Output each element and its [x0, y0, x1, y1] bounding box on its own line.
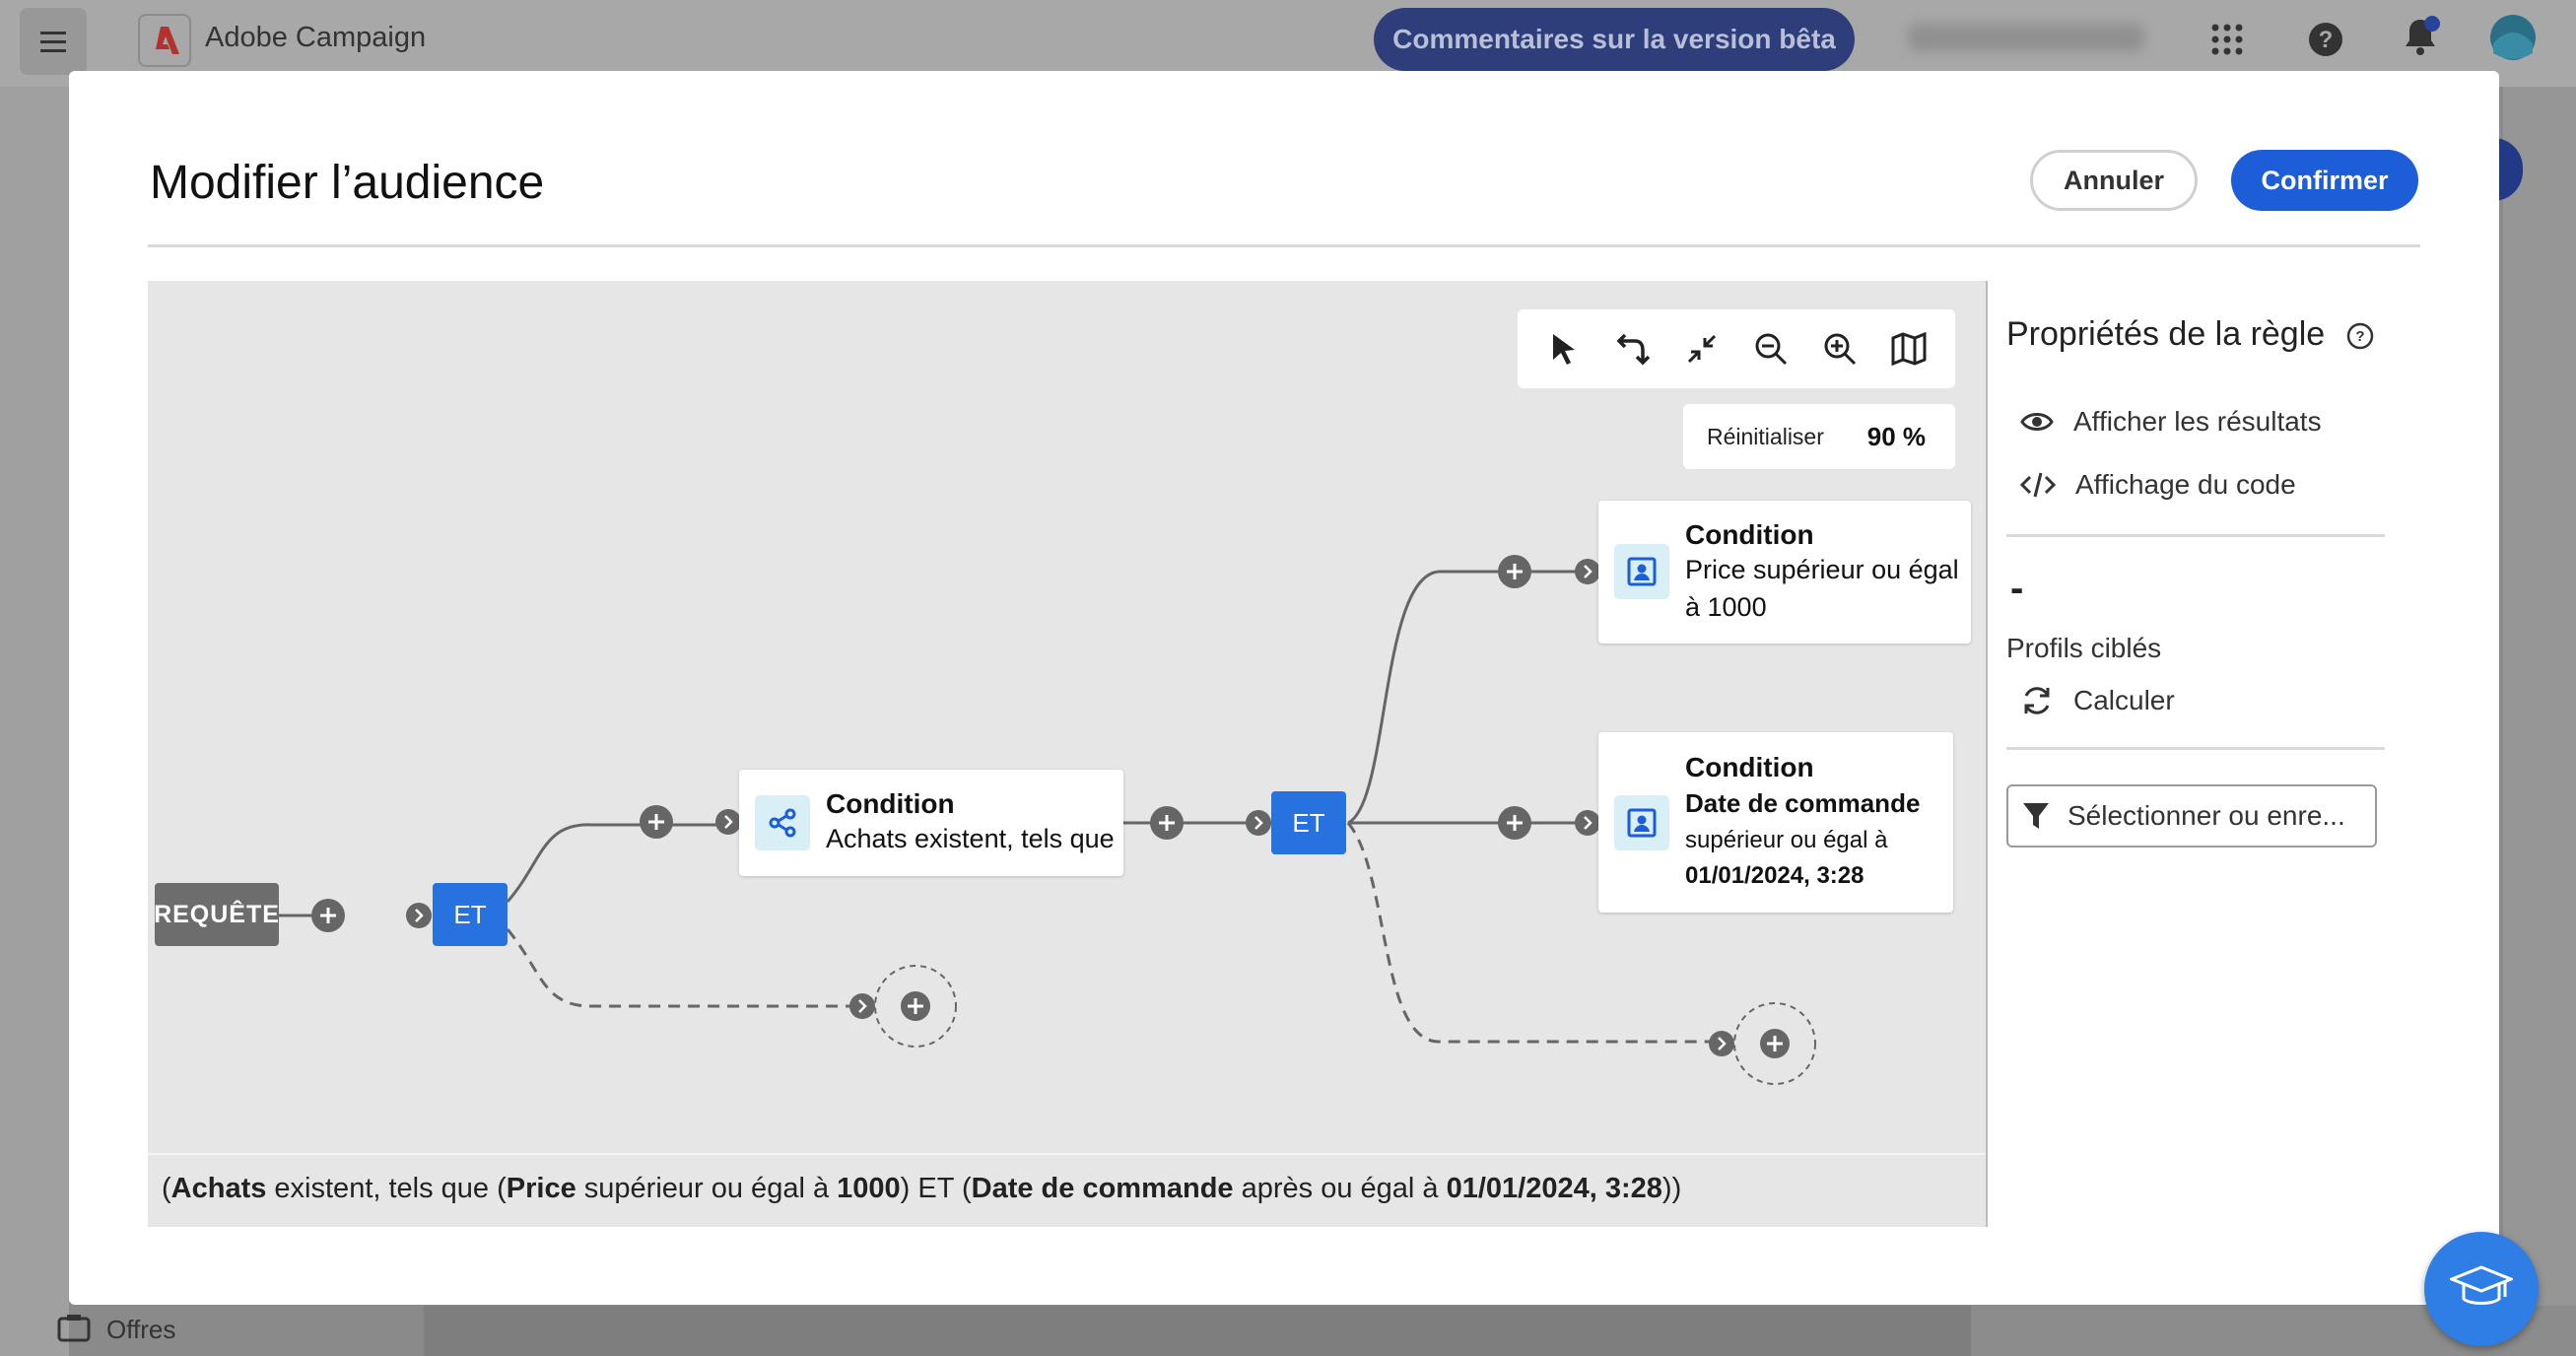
confirm-button[interactable]: Confirmer	[2231, 150, 2418, 211]
query-start-node[interactable]: REQUÊTE	[154, 883, 279, 946]
background-content	[424, 1306, 1971, 1356]
node-title: Condition	[1685, 518, 1814, 550]
svg-text:?: ?	[2319, 27, 2334, 53]
calculate-label: Calculer	[2073, 685, 2175, 715]
code-icon	[2020, 472, 2056, 498]
node-line: supérieur ou égal à	[1685, 826, 1888, 853]
expr-field: Date de commande	[971, 1173, 1234, 1204]
node-title: Condition	[826, 788, 955, 819]
expr-text: ))	[1661, 1173, 1682, 1204]
chevron-right-icon	[715, 809, 741, 835]
add-branch-icon[interactable]	[1732, 1001, 1817, 1086]
collapse-icon[interactable]	[1678, 325, 1726, 373]
svg-text:?: ?	[2355, 328, 2364, 345]
node-line: Price supérieur ou égal	[1685, 554, 1959, 584]
menu-icon[interactable]	[20, 8, 87, 75]
select-filter-label: Sélectionner ou enre...	[2068, 800, 2345, 831]
bell-icon[interactable]	[2397, 14, 2444, 61]
chevron-right-icon	[1575, 810, 1600, 836]
condition-node-date[interactable]: Condition Date de commande supérieur ou …	[1598, 732, 1953, 913]
condition-node-achats[interactable]: Condition Achats existent, tels que	[739, 770, 1123, 876]
learning-hub-button[interactable]	[2424, 1232, 2539, 1346]
undo-icon[interactable]	[1609, 325, 1657, 373]
eye-icon	[2020, 413, 2054, 431]
apps-grid-icon[interactable]	[2203, 16, 2251, 63]
reset-zoom-button[interactable]: Réinitialiser	[1707, 423, 1824, 449]
left-sidebar	[0, 87, 69, 1356]
offers-icon[interactable]	[57, 1313, 91, 1342]
filter-icon	[2023, 803, 2049, 829]
canvas-divider	[1986, 281, 1988, 1227]
profile-count: -	[2010, 567, 2024, 610]
expr-value: 1000	[837, 1173, 901, 1204]
add-node-icon[interactable]	[1497, 805, 1532, 841]
relation-icon	[755, 795, 810, 850]
calculate-button[interactable]: Calculer	[2020, 684, 2175, 717]
condition-node-price[interactable]: Condition Price supérieur ou égal à 1000	[1598, 501, 1971, 644]
chevron-right-icon	[1246, 810, 1271, 836]
add-node-icon[interactable]	[1149, 805, 1185, 841]
add-node-icon[interactable]	[1497, 554, 1532, 589]
zoom-out-icon[interactable]	[1747, 325, 1795, 373]
expr-text: existent, tels que (	[266, 1173, 507, 1204]
node-line: 01/01/2024, 3:28	[1685, 861, 1864, 889]
code-view-button[interactable]: Affichage du code	[2020, 469, 2296, 501]
add-node-icon[interactable]	[310, 898, 346, 933]
chevron-right-icon	[1575, 559, 1600, 584]
node-title: Condition	[1685, 751, 1814, 782]
rule-properties-title: Propriétés de la règle	[2006, 315, 2326, 353]
expr-field: Price	[506, 1173, 576, 1204]
beta-feedback-button[interactable]: Commentaires sur la version bêta	[1374, 8, 1855, 71]
expr-text: ) ET (	[900, 1173, 972, 1204]
help-icon[interactable]: ?	[2302, 16, 2349, 63]
expr-text: (	[162, 1173, 171, 1204]
user-org-name	[1908, 24, 2144, 51]
rule-expression: (Achats existent, tels que (Price supéri…	[148, 1153, 1986, 1227]
zoom-level: 90 %	[1866, 421, 1926, 451]
avatar[interactable]	[2489, 14, 2537, 61]
cancel-button[interactable]: Annuler	[2030, 150, 2198, 211]
select-or-save-filter-button[interactable]: Sélectionner ou enre...	[2006, 784, 2377, 848]
targeted-profiles-label: Profils ciblés	[2006, 633, 2162, 663]
adobe-logo-icon	[138, 14, 191, 67]
expr-value: 01/01/2024, 3:28	[1446, 1173, 1662, 1204]
node-subtitle: Achats existent, tels que	[826, 824, 1115, 853]
expr-text: après ou égal à	[1233, 1173, 1447, 1204]
expr-text: supérieur ou égal à	[576, 1173, 838, 1204]
chevron-right-icon	[1709, 1031, 1734, 1056]
canvas-toolbar	[1518, 309, 1955, 388]
add-node-icon[interactable]	[639, 804, 674, 840]
profile-icon	[1614, 544, 1669, 599]
zoom-control: Réinitialiser 90 %	[1683, 404, 1955, 469]
node-line: à 1000	[1685, 591, 1767, 622]
zoom-in-icon[interactable]	[1816, 325, 1864, 373]
sidebar-item-offers[interactable]: Offres	[106, 1315, 176, 1344]
help-icon[interactable]: ?	[2345, 321, 2375, 351]
and-operator-node[interactable]: ET	[1271, 791, 1346, 854]
and-operator-node[interactable]: ET	[433, 883, 508, 946]
show-results-button[interactable]: Afficher les résultats	[2020, 406, 2322, 438]
map-icon[interactable]	[1885, 325, 1932, 373]
graduation-cap-icon	[2450, 1265, 2513, 1305]
expr-field: Achats	[170, 1173, 267, 1204]
node-line: Date de commande	[1685, 787, 1921, 818]
background-panel	[2503, 87, 2576, 1356]
profile-icon	[1614, 794, 1669, 850]
panel-divider	[2006, 534, 2385, 537]
chevron-right-icon	[849, 993, 875, 1019]
header-divider	[148, 244, 2420, 247]
refresh-icon	[2024, 687, 2050, 714]
modal-title: Modifier l’audience	[150, 157, 545, 209]
app-name: Adobe Campaign	[205, 22, 427, 53]
select-pointer-icon[interactable]	[1540, 325, 1588, 373]
code-view-label: Affichage du code	[2075, 469, 2296, 500]
add-branch-icon[interactable]	[873, 964, 958, 1049]
show-results-label: Afficher les résultats	[2073, 406, 2322, 437]
chevron-right-icon	[406, 903, 432, 928]
panel-divider	[2006, 747, 2385, 750]
